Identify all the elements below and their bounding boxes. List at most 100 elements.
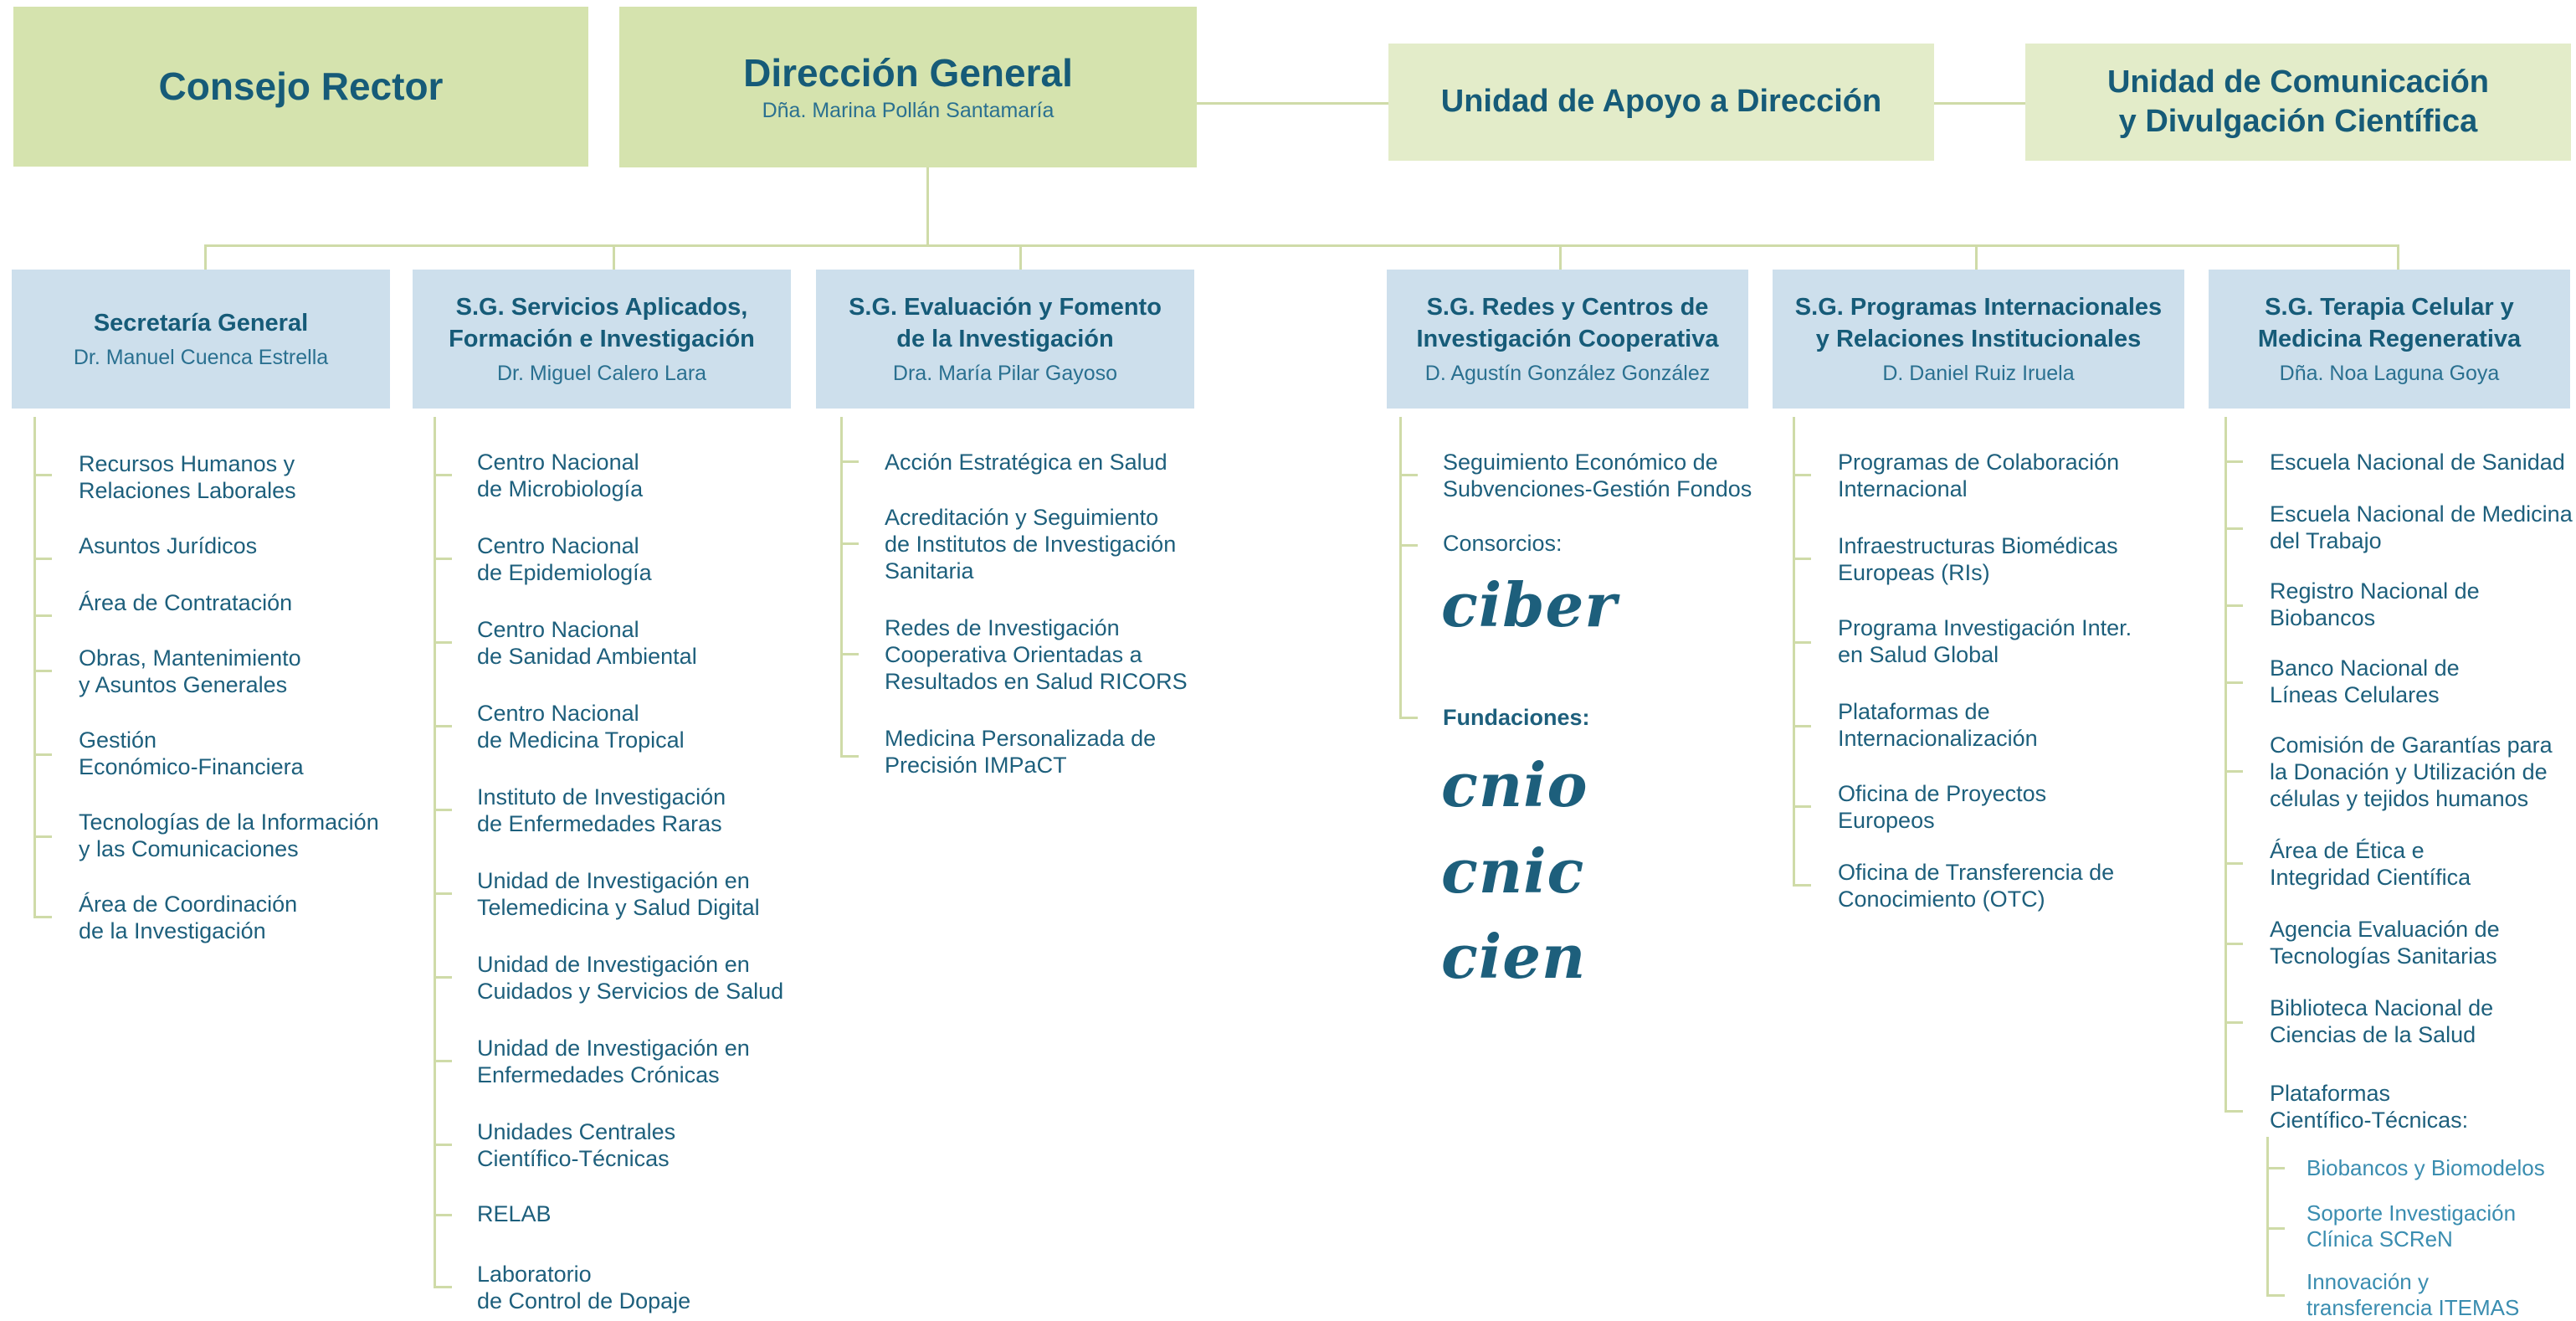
connector-drop-3 (1019, 244, 1022, 270)
connector-drop-4 (1559, 244, 1562, 270)
item-tick (434, 1214, 452, 1216)
comunicacion-box: Unidad de Comunicación y Divulgación Cie… (2025, 44, 2571, 161)
sub-list-item: Soporte Investigación Clínica SCReN (2307, 1200, 2517, 1252)
column-rail (2224, 417, 2227, 1112)
column-rail (434, 417, 436, 1288)
ciber-logo: ciber (1441, 569, 1618, 640)
item-tick (434, 558, 452, 560)
sub-tick (2266, 1227, 2285, 1230)
connector-drop-5 (1975, 244, 1978, 270)
column-person: D. Agustín González González (1424, 362, 1711, 386)
item-tick (2224, 1021, 2243, 1024)
sub-list-item: Innovación y transferencia ITEMAS (2307, 1269, 2520, 1320)
item-tick (434, 1060, 452, 1062)
column-header-redes: S.G. Redes y Centros de Investigación Co… (1387, 270, 1748, 409)
list-item: Asuntos Jurídicos (79, 533, 258, 558)
list-item: Obras, Mantenimiento y Asuntos Generales (79, 645, 301, 697)
list-item: Escuela Nacional de Sanidad (2270, 450, 2565, 475)
list-item: Unidad de Investigación en Telemedicina … (477, 868, 760, 920)
item-tick (1793, 884, 1811, 887)
column-header-evaluacion: S.G. Evaluación y Fomento de la Investig… (816, 270, 1194, 409)
list-item: Centro Nacional de Sanidad Ambiental (477, 617, 697, 669)
item-tick (1793, 725, 1811, 727)
list-item: Acreditación y Seguimiento de Institutos… (885, 505, 1177, 583)
list-item: Centro Nacional de Epidemiología (477, 533, 652, 585)
column-rail (33, 417, 36, 918)
item-tick (1793, 474, 1811, 476)
item-tick (2224, 460, 2243, 463)
list-item: Medicina Personalizada de Precisión IMPa… (885, 726, 1157, 778)
item-tick (1793, 641, 1811, 644)
column-header-servicios: S.G. Servicios Aplicados, Formación e In… (413, 270, 791, 409)
item-tick (840, 460, 859, 463)
item-tick (2224, 681, 2243, 684)
item-tick (434, 809, 452, 811)
list-item: Gestión Económico-Financiera (79, 727, 304, 779)
list-item: Infraestructuras Biomédicas Europeas (RI… (1838, 533, 2118, 585)
list-item: Registro Nacional de Biobancos (2270, 578, 2480, 630)
column-title: S.G. Servicios Aplicados, Formación e In… (449, 293, 755, 352)
apoyo-direccion-box: Unidad de Apoyo a Dirección (1388, 44, 1934, 161)
list-item: Oficina de Proyectos Europeos (1838, 781, 2047, 833)
item-tick (1399, 474, 1418, 476)
item-tick (840, 755, 859, 758)
column-title: S.G. Redes y Centros de Investigación Co… (1416, 293, 1719, 352)
item-tick (2224, 770, 2243, 773)
item-tick (2224, 943, 2243, 945)
item-tick (33, 670, 52, 672)
comunicacion-title: Unidad de Comunicación y Divulgación Cie… (2106, 64, 2490, 140)
column-rail (840, 417, 843, 757)
item-tick (33, 474, 52, 476)
item-tick (33, 614, 52, 617)
sub-rail (2266, 1137, 2269, 1296)
item-tick (2224, 527, 2243, 530)
column-person: Dña. Noa Laguna Goya (2279, 362, 2500, 386)
list-item: Comisión de Garantías para la Donación y… (2270, 732, 2553, 811)
sub-list-item: Biobancos y Biomodelos (2307, 1155, 2545, 1180)
item-tick (1399, 717, 1418, 719)
cien-logo: cien (1441, 921, 1587, 992)
list-item: Redes de Investigación Cooperativa Orien… (885, 615, 1188, 694)
list-item: Centro Nacional de Medicina Tropical (477, 701, 685, 753)
column-person: Dra. María Pilar Gayoso (892, 362, 1118, 386)
list-item: Unidad de Investigación en Cuidados y Se… (477, 952, 784, 1004)
list-item: Unidad de Investigación en Enfermedades … (477, 1036, 750, 1087)
list-item: Escuela Nacional de Medicina del Trabajo (2270, 501, 2573, 553)
consorcios-label: Consorcios: (1443, 531, 1563, 556)
cnio-logo: cnio (1441, 749, 1588, 820)
item-tick (434, 1286, 452, 1288)
column-title: Secretaría General (93, 309, 309, 337)
column-header-programas: S.G. Programas Internacionales y Relacio… (1773, 270, 2184, 409)
connector-drop-1 (204, 244, 207, 270)
list-item: Unidades Centrales Científico-Técnicas (477, 1119, 676, 1171)
item-tick (434, 474, 452, 476)
list-item: Área de Coordinación de la Investigación (79, 892, 298, 943)
item-tick (434, 976, 452, 979)
column-person: Dr. Manuel Cuenca Estrella (73, 346, 329, 370)
list-item: RELAB (477, 1201, 552, 1226)
item-tick (33, 835, 52, 838)
list-item: Plataformas de Internacionalización (1838, 699, 2038, 751)
list-item: Recursos Humanos y Relaciones Laborales (79, 451, 296, 503)
list-item: Instituto de Investigación de Enfermedad… (477, 784, 726, 836)
sub-tick (2266, 1167, 2285, 1169)
list-item: Programas de Colaboración Internacional (1838, 450, 2120, 501)
sub-tick (2266, 1294, 2285, 1297)
list-item: Acción Estratégica en Salud (885, 450, 1167, 475)
item-tick (434, 725, 452, 727)
list-item: Banco Nacional de Líneas Celulares (2270, 655, 2460, 707)
item-tick (2224, 862, 2243, 865)
list-item: Laboratorio de Control de Dopaje (477, 1262, 691, 1313)
item-tick (2224, 1110, 2243, 1113)
connector-direccion-down (926, 167, 929, 246)
list-item: Centro Nacional de Microbiología (477, 450, 644, 501)
list-item: Agencia Evaluación de Tecnologías Sanita… (2270, 917, 2500, 969)
list-item: Plataformas Científico-Técnicas: (2270, 1081, 2469, 1133)
column-rail (1399, 417, 1402, 718)
item-tick (1399, 544, 1418, 547)
consejo-rector-title: Consejo Rector (158, 64, 444, 109)
column-title: S.G. Evaluación y Fomento de la Investig… (849, 293, 1162, 352)
item-tick (434, 1144, 452, 1146)
item-tick (1793, 805, 1811, 808)
column-person: Dr. Miguel Calero Lara (496, 362, 707, 386)
